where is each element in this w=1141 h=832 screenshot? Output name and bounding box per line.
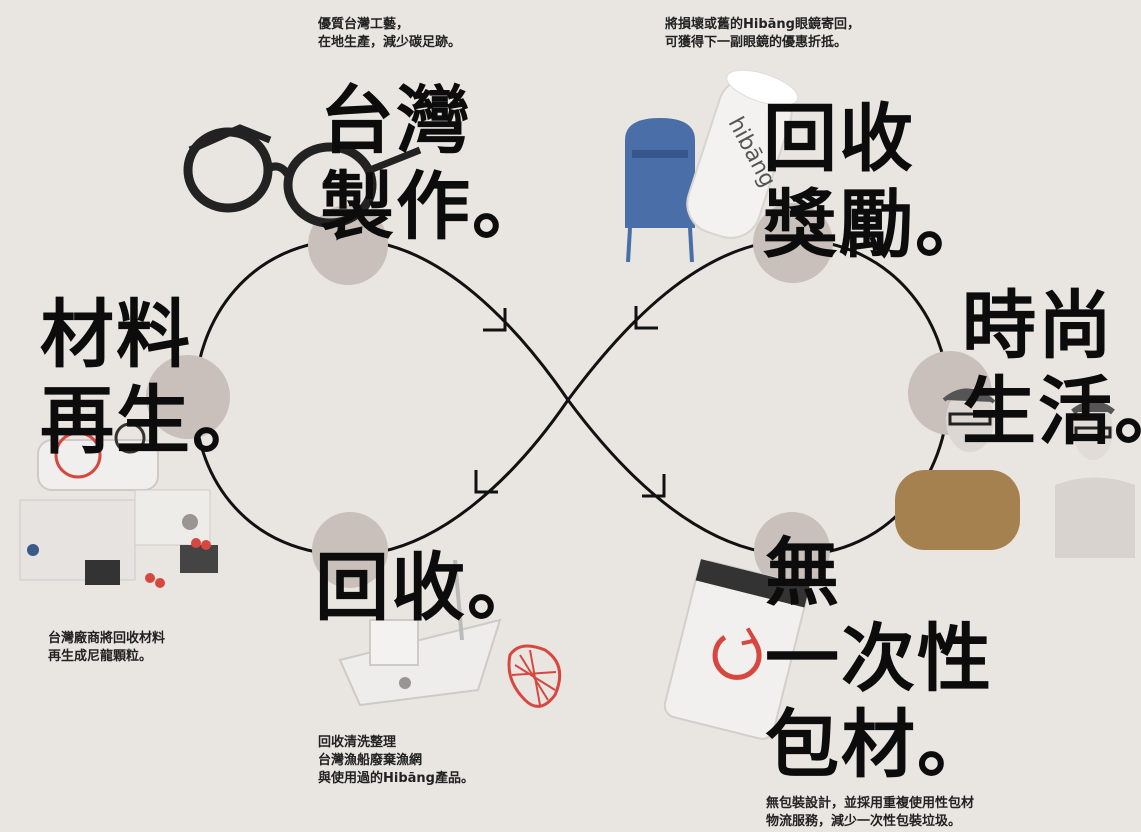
- mailbox-illustration: [625, 118, 695, 263]
- glasses-illustration: [183, 124, 422, 228]
- title-recycle: 回收。: [315, 545, 543, 631]
- caption-recycle-post: 與使用過的Hibāng產品。: [318, 771, 474, 786]
- node-circle-recycle: [312, 512, 388, 588]
- node-circle-recycle-reward: [753, 203, 833, 283]
- title-no-single-use: 無 一次性 包材。: [765, 530, 993, 788]
- caption-recycle-bold: 廢棄漁網: [370, 753, 423, 768]
- caption-material-regen: 台灣廠商將回收材料 再生成尼龍顆粒。: [48, 631, 166, 664]
- arrow-down-right-top: [483, 308, 507, 332]
- node-circle-no-single-use: [754, 512, 830, 588]
- tube-illustration: hibāng: [686, 69, 799, 239]
- boxes-illustration: [19, 422, 218, 588]
- net-illustration: [507, 644, 562, 708]
- caption-no-single-use: 無包裝設計，並採用重複使用性包材 物流服務，減少一次性包裝垃圾。: [766, 796, 975, 829]
- node-circle-material-regen: [146, 355, 230, 439]
- caption-made-in-taiwan: 優質台灣工藝， 在地生產，減少碳足跡。: [318, 17, 462, 50]
- bag-illustration: [663, 559, 810, 740]
- loop-right-lobe: [566, 238, 950, 557]
- caption-recycle-pre: 回收清洗整理 台灣漁船: [318, 735, 397, 768]
- caption-recycle-reward: 將損壞或舊的Hibāng眼鏡寄回， 可獲得下一副眼鏡的優惠折抵。: [665, 17, 860, 50]
- title-fashion-life: 時尚 生活。: [962, 283, 1141, 455]
- title-material-regen: 材料 再生。: [40, 292, 268, 464]
- arrow-down-left-bottom: [474, 470, 498, 494]
- boat-illustration: [338, 559, 502, 707]
- title-made-in-taiwan: 台灣 製作。: [320, 78, 548, 250]
- people-illustration: [895, 388, 1135, 558]
- caption-recycle: 回收清洗整理 台灣漁船廢棄漁網 與使用過的Hibāng產品。: [318, 734, 474, 788]
- arrow-down-left-top: [634, 306, 658, 330]
- arrow-down-right-bottom: [642, 474, 666, 498]
- title-recycle-reward: 回收 獎勵。: [763, 96, 991, 268]
